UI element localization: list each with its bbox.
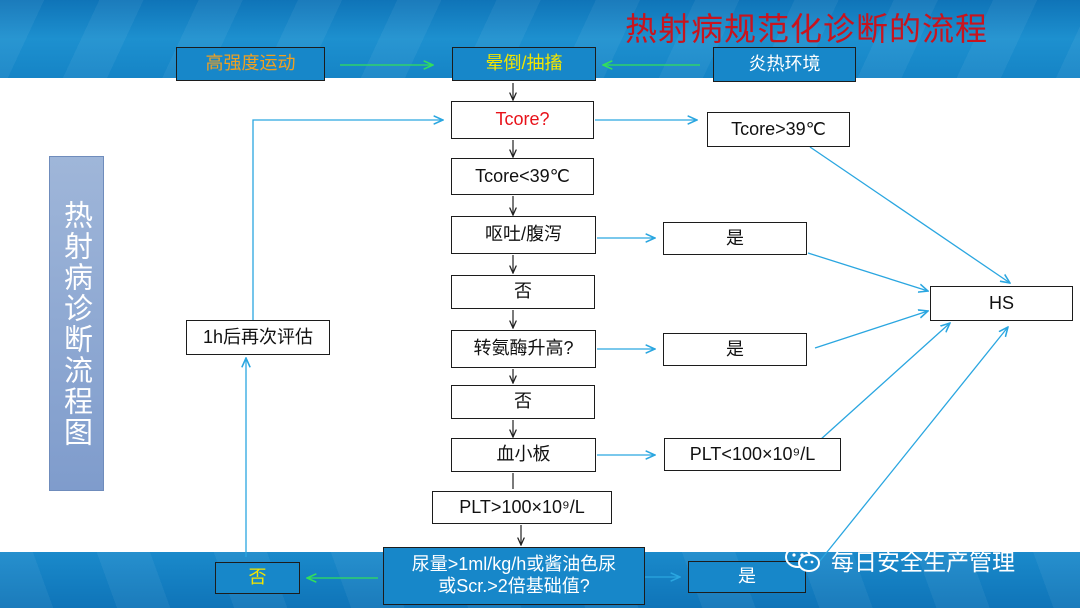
node-plt-high: PLT>100×10⁹/L	[432, 491, 612, 524]
node-vomit-no: 否	[451, 275, 595, 309]
wechat-icon	[785, 546, 820, 572]
node-plt-low: PLT<100×10⁹/L	[664, 438, 841, 471]
page-title: 热射病规范化诊断的流程	[625, 10, 989, 48]
node-urine-line1: 尿量>1ml/kg/h或酱油色尿	[411, 554, 617, 575]
node-intense-exercise: 高强度运动	[176, 47, 325, 81]
node-transaminase: 转氨酶升高?	[451, 330, 596, 368]
node-tcore-question: Tcore?	[451, 101, 594, 139]
arrow-pltlow-to-hs	[819, 323, 950, 441]
node-hs: HS	[930, 286, 1073, 321]
node-urine-line2: 或Scr.>2倍基础值?	[438, 576, 590, 596]
node-urine-yes: 是	[688, 561, 806, 593]
node-hot-environment: 炎热环境	[713, 47, 856, 82]
arrow-reassess-to-tcore	[252, 120, 443, 320]
node-transaminase-no: 否	[451, 385, 595, 419]
node-collapse: 晕倒/抽搐	[452, 47, 596, 81]
node-urine-scr: 尿量>1ml/kg/h或酱油色尿 或Scr.>2倍基础值?	[383, 547, 645, 605]
node-urine-no: 否	[215, 562, 300, 594]
node-tcore-high: Tcore>39℃	[707, 112, 850, 147]
arrow-urineyes-to-hs	[814, 327, 1008, 568]
arrow-transyes-to-hs	[814, 311, 928, 349]
node-reassess: 1h后再次评估	[186, 320, 330, 355]
arrow-high-to-hs	[809, 146, 1010, 283]
node-vomit-diarrhea: 呕吐/腹泻	[451, 216, 596, 254]
side-label: 热射病诊断流程图	[49, 156, 104, 491]
arrow-vomityes-to-hs	[807, 252, 928, 291]
watermark: 每日安全生产管理	[783, 543, 1015, 577]
node-transaminase-yes: 是	[663, 333, 807, 366]
node-tcore-low: Tcore<39℃	[451, 158, 594, 195]
node-vomit-yes: 是	[663, 222, 807, 255]
node-platelet: 血小板	[451, 438, 596, 472]
watermark-text: 每日安全生产管理	[831, 550, 1015, 576]
